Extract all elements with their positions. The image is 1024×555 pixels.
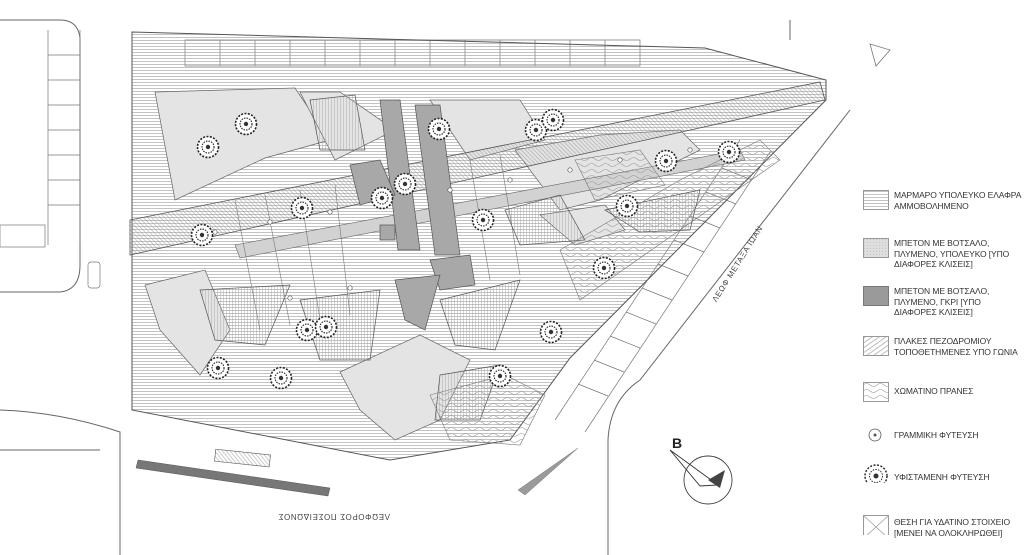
existing-tree-icon [290, 196, 314, 220]
legend-label: ΜΠΕΤΟΝ ΜΕ ΒΟΤΣΑΛΟ, ΠΛΥΜΕΝΟ, ΓΚΡΙ [ΥΠΟ ΔΙ… [894, 286, 990, 317]
paving-grid [234, 154, 521, 331]
concrete-grey-swatch [863, 286, 889, 306]
existing-tree-icon [269, 366, 293, 390]
earth-slopes [429, 139, 781, 446]
bottom-bench [214, 448, 271, 468]
marble-swatch [863, 190, 889, 210]
existing-tree-icon [234, 112, 258, 136]
existing-tree-icon [196, 135, 220, 159]
legend-label: ΜΠΕΤΟΝ ΜΕ ΒΟΤΣΑΛΟ, ΠΛΥΜΕΝΟ, ΥΠΟΛΕΥΚΟ [ΥΠ… [894, 238, 1010, 269]
street-label-bottom: ΛΕΩΦΟΡΟΣ ΠΟΣΕΙΔΩΝΟΣ [278, 512, 390, 521]
legend-label: ΓΡΑΜΜΙΚΗ ΦΥΤΕΥΣΗ [894, 430, 979, 440]
north-arrow: B [669, 435, 733, 505]
existing-tree-icon [654, 149, 678, 173]
existing-tree-icon [314, 315, 338, 339]
existing-tree-icon [615, 194, 639, 218]
existing-tree-icon [471, 208, 495, 232]
existing-trees [190, 108, 741, 390]
existing-tree-icon [393, 172, 417, 196]
existing-tree-icon [539, 320, 563, 344]
linear-planting [212, 147, 693, 301]
existing-tree-icon [541, 108, 565, 132]
water-element [517, 447, 579, 496]
existing-tree-icon [427, 117, 451, 141]
bottom-strip [135, 459, 331, 497]
earth-swatch [863, 382, 889, 402]
street-label-right: ΛΕΩΦ ΜΕΤΑΞΑ ΙΩΑΝ [710, 224, 764, 304]
legend-label: ΜΑΡΜΑΡΟ ΥΠΟΛΕΥΚΟ ΕΛΑΦΡΑ ΑΜΜΟΒΟΛΗΜΕΝΟ [894, 190, 1021, 211]
legend-label: ΧΩΜΑΤΙΝΟ ΠΡΑΝΕΣ [894, 386, 974, 396]
existing-tree-icon [524, 118, 548, 142]
existing-tree-icon [370, 186, 394, 210]
existing-tree-icon [717, 140, 741, 164]
water-swatch [863, 515, 889, 535]
left-parking-row [0, 30, 101, 289]
legend: ΜΑΡΜΑΡΟ ΥΠΟΛΕΥΚΟ ΕΛΑΦΡΑ ΑΜΜΟΒΟΛΗΜΕΝΟ ΜΠΕ… [860, 0, 1024, 555]
concrete-light-swatch [863, 238, 889, 258]
existing-tree-icon [592, 256, 616, 280]
legend-label: ΥΦΙΣΤΑΜΕΝΗ ΦΥΤΕΥΣΗ [894, 472, 990, 482]
legend-label: ΘΕΣΗ ΓΙΑ ΥΔΑΤΙΝΟ ΣΤΟΙΧΕΙΟ [ΜΕΝΕΙ ΝΑ ΟΛΟΚ… [894, 517, 1010, 538]
paving-swatch [863, 336, 889, 356]
existing-tree-icon [206, 356, 230, 380]
linear-planting-swatch [868, 428, 882, 442]
existing-tree-icon [295, 318, 319, 342]
legend-label: ΠΛΑΚΕΣ ΠΕΖΟΔΡΟΜΙΟΥ ΤΟΠΟΘΕΤΗΜΕΝΕΣ ΥΠΟ ΓΩΝ… [894, 336, 1018, 357]
existing-tree-icon [190, 223, 214, 247]
triangle-marker [869, 43, 891, 67]
existing-tree-swatch [864, 464, 888, 483]
north-letter: B [672, 435, 682, 451]
existing-tree-icon [488, 364, 512, 388]
